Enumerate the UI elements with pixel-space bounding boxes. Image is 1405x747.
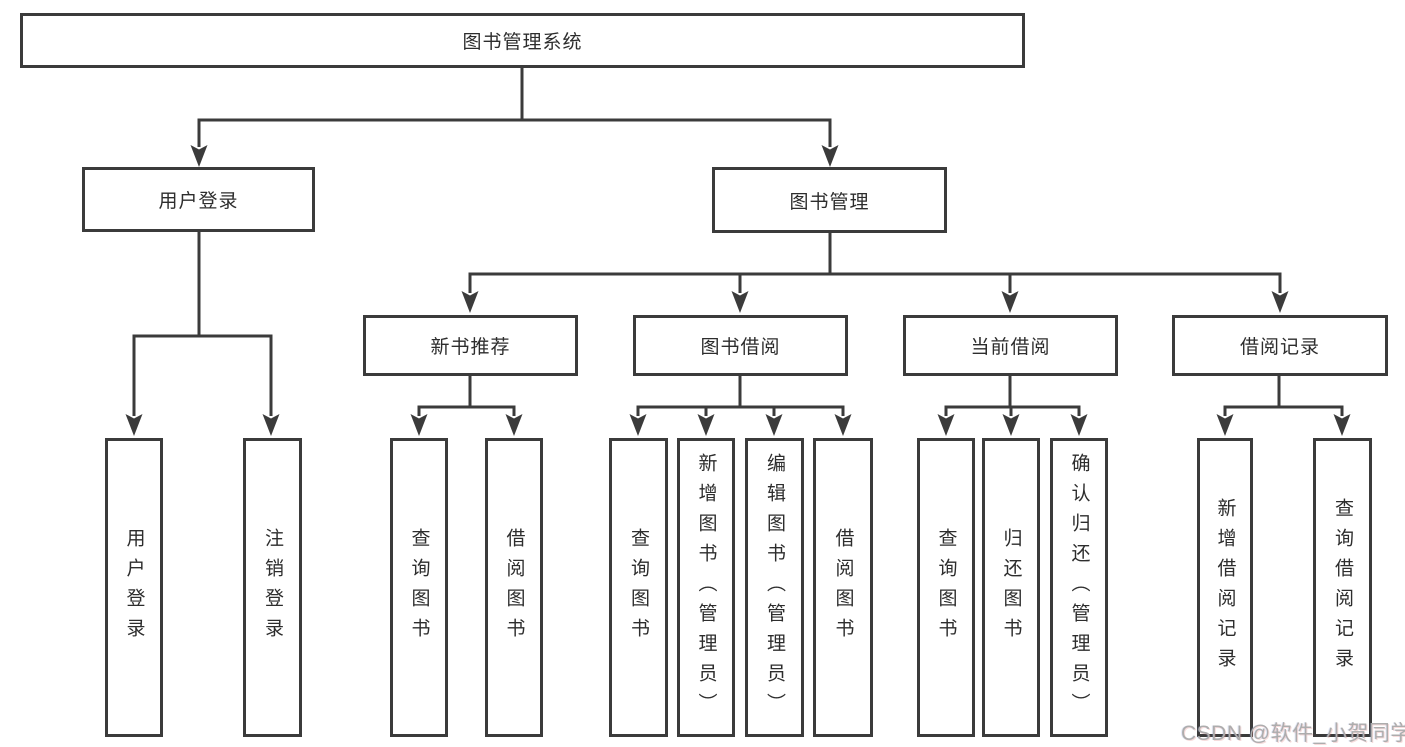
node-label: 新增借阅记录: [1214, 497, 1236, 678]
node-label: 当前借阅: [970, 337, 1051, 358]
leaf-return-book: 归还图书: [982, 438, 1040, 737]
node-label: 注销登录: [262, 527, 283, 648]
node-label: 借阅图书: [832, 527, 854, 648]
leaf-query-books-borrowing: 查询图书: [609, 438, 668, 737]
node-label: 新书推荐: [430, 337, 511, 358]
node-label: 图书借阅: [700, 337, 781, 358]
leaf-borrow-books-recommend: 借阅图书: [485, 438, 543, 737]
node-user-login: 用户登录: [82, 167, 315, 232]
node-label: 查询借阅记录: [1332, 497, 1353, 678]
leaf-user-login: 用户登录: [105, 438, 163, 737]
leaf-logout: 注销登录: [243, 438, 302, 737]
leaf-query-books-current: 查询图书: [917, 438, 975, 737]
leaf-edit-book-admin: 编辑图书（管理员）: [745, 438, 804, 737]
node-label: 归还图书: [1000, 527, 1022, 648]
leaf-borrow-books-borrowing: 借阅图书: [813, 438, 873, 737]
node-label: 编辑图书（管理员）: [764, 452, 785, 723]
node-label: 图书管理: [789, 191, 870, 213]
node-label: 确认归还（管理员）: [1068, 452, 1090, 723]
leaf-query-borrow-record: 查询借阅记录: [1313, 438, 1372, 737]
node-current-borrowing: 当前借阅: [903, 315, 1118, 376]
node-label: 用户登录: [158, 191, 239, 212]
node-label: 查询图书: [408, 527, 430, 648]
node-label: 新增图书（管理员）: [695, 452, 717, 723]
node-label: 借阅记录: [1239, 337, 1320, 358]
node-new-book-recommend: 新书推荐: [363, 315, 578, 376]
leaf-add-borrow-record: 新增借阅记录: [1197, 438, 1253, 737]
csdn-watermark: CSDN @软件_小贺同学: [1181, 722, 1405, 745]
node-label: 图书管理系统: [462, 32, 583, 53]
leaf-add-book-admin: 新增图书（管理员）: [677, 438, 735, 737]
node-book-borrowing: 图书借阅: [633, 315, 848, 376]
node-library-management-system: 图书管理系统: [20, 13, 1025, 68]
leaf-query-books-recommend: 查询图书: [390, 438, 448, 737]
node-label: 查询图书: [935, 527, 957, 648]
leaf-confirm-return-admin: 确认归还（管理员）: [1050, 438, 1108, 737]
node-book-management: 图书管理: [712, 167, 947, 233]
node-borrowing-records: 借阅记录: [1172, 315, 1388, 376]
node-label: 借阅图书: [503, 527, 525, 648]
node-label: 查询图书: [628, 527, 649, 648]
node-label: 用户登录: [123, 527, 145, 648]
